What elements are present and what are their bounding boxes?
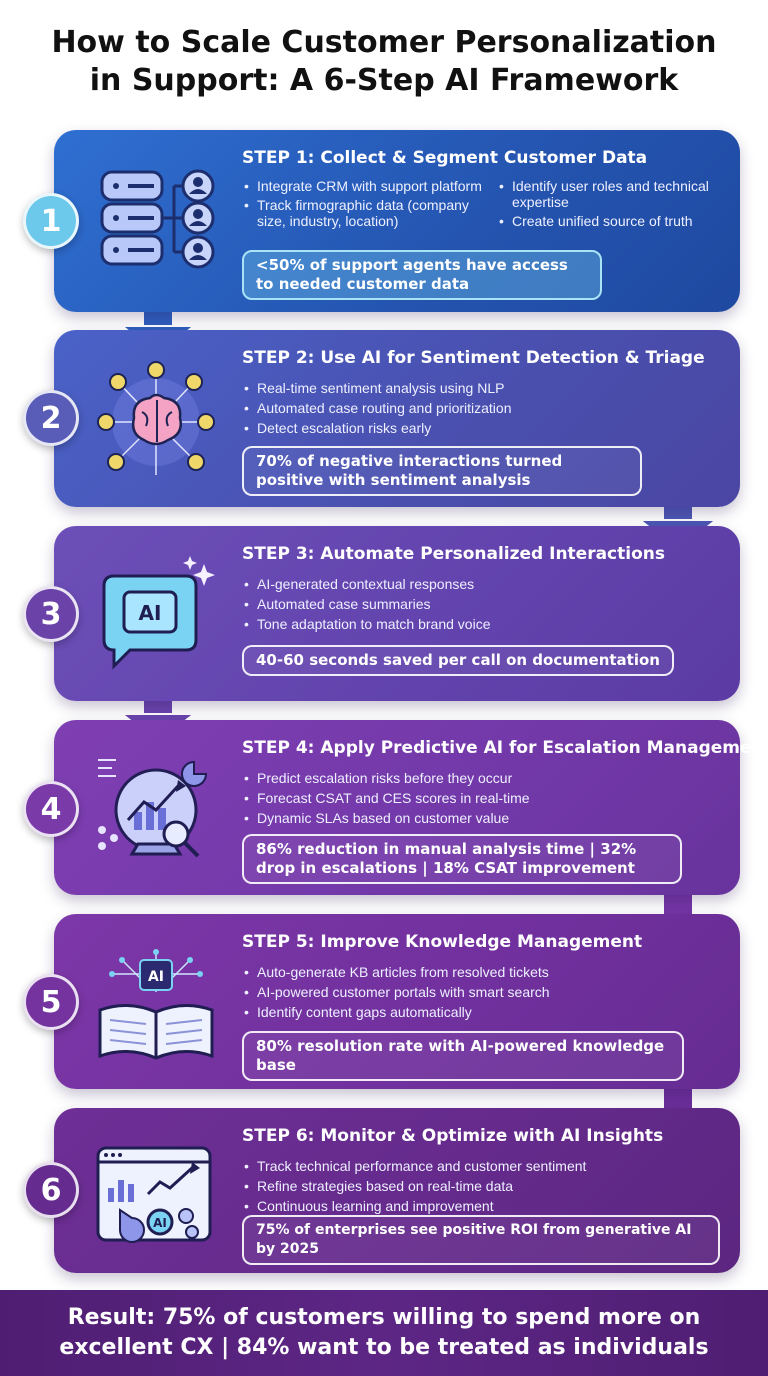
list-item: Real-time sentiment analysis using NLP [242,378,511,398]
brain-sentiment-icon [97,361,215,475]
ai-dashboard-icon: AI [96,1146,212,1243]
step-3-number-badge: 3 [23,586,79,642]
list-item: Identify user roles and technical expert… [497,178,727,210]
list-item: Tone adaptation to match brand voice [242,614,491,634]
step-5-stat: 80% resolution rate with AI-powered know… [242,1031,684,1081]
ai-chip-label: AI [139,601,162,625]
list-item: Integrate CRM with support platform [242,178,497,194]
step-3-stat: 40-60 seconds saved per call on document… [242,645,674,676]
step-5-title: STEP 5: Improve Knowledge Management [242,932,643,952]
title-line-2: in Support: A 6-Step AI Framework [89,63,679,98]
list-item: Dynamic SLAs based on customer value [242,808,530,828]
step-2-card: STEP 2: Use AI for Sentiment Detection &… [54,330,740,507]
list-item: Identify content gaps automatically [242,1002,550,1022]
step-5-card: AI STEP 5: Improve Knowledge Management … [54,914,740,1089]
list-item: Track firmographic data (company size, i… [242,197,497,229]
step-4-title: STEP 4: Apply Predictive AI for Escalati… [242,738,768,758]
list-item: Create unified source of truth [497,213,727,229]
step-6-number-badge: 6 [23,1162,79,1218]
result-line-1: Result: 75% of customers willing to spen… [67,1305,701,1330]
ai-book-icon: AI [98,949,214,1060]
step-1-number-badge: 1 [23,193,79,249]
list-item: AI-powered customer portals with smart s… [242,982,550,1002]
database-users-icon [100,169,215,269]
step-2-number-badge: 2 [23,390,79,446]
result-banner: Result: 75% of customers willing to spen… [0,1290,768,1376]
list-item: Automated case summaries [242,594,491,614]
step-6-card: AI STEP 6: Monitor & Optimize with AI In… [54,1108,740,1273]
step-1-stat: <50% of support agents have access to ne… [242,250,602,300]
step-2-title: STEP 2: Use AI for Sentiment Detection &… [242,348,705,368]
step-4-card: STEP 4: Apply Predictive AI for Escalati… [54,720,768,895]
step-6-bullets: Track technical performance and customer… [242,1156,586,1216]
page-title: How to Scale Customer Personalization in… [0,24,768,100]
step-3-title: STEP 3: Automate Personalized Interactio… [242,544,665,564]
ai-chat-icon: AI [102,556,215,670]
ai-chip-label: AI [148,969,164,985]
list-item: Auto-generate KB articles from resolved … [242,962,550,982]
list-item: Forecast CSAT and CES scores in real-tim… [242,788,530,808]
step-4-number-badge: 4 [23,781,79,837]
step-3-bullets: AI-generated contextual responses Automa… [242,574,491,634]
list-item: Automated case routing and prioritizatio… [242,398,511,418]
step-6-title: STEP 6: Monitor & Optimize with AI Insig… [242,1126,664,1146]
list-item: Detect escalation risks early [242,418,511,438]
title-line-1: How to Scale Customer Personalization [51,25,717,60]
step-6-stat: 75% of enterprises see positive ROI from… [242,1215,720,1265]
step-1-bullets-left: Integrate CRM with support platform Trac… [242,178,497,232]
ai-gear-label: AI [153,1216,167,1230]
list-item: AI-generated contextual responses [242,574,491,594]
step-5-number-badge: 5 [23,974,79,1030]
step-2-stat: 70% of negative interactions turned posi… [242,446,642,496]
step-1-bullets-right: Identify user roles and technical expert… [497,178,727,232]
list-item: Predict escalation risks before they occ… [242,768,530,788]
list-item: Track technical performance and customer… [242,1156,586,1176]
step-5-bullets: Auto-generate KB articles from resolved … [242,962,550,1022]
step-1-card: STEP 1: Collect & Segment Customer Data … [54,130,740,312]
step-2-bullets: Real-time sentiment analysis using NLP A… [242,378,511,438]
list-item: Continuous learning and improvement [242,1196,586,1216]
crystal-ball-chart-icon [98,759,208,858]
step-4-stat: 86% reduction in manual analysis time | … [242,834,682,884]
list-item: Refine strategies based on real-time dat… [242,1176,586,1196]
step-4-bullets: Predict escalation risks before they occ… [242,768,530,828]
step-3-card: AI STEP 3: Automate Personalized Interac… [54,526,740,701]
result-line-2: excellent CX | 84% want to be treated as… [59,1335,709,1360]
step-1-title: STEP 1: Collect & Segment Customer Data [242,148,648,168]
